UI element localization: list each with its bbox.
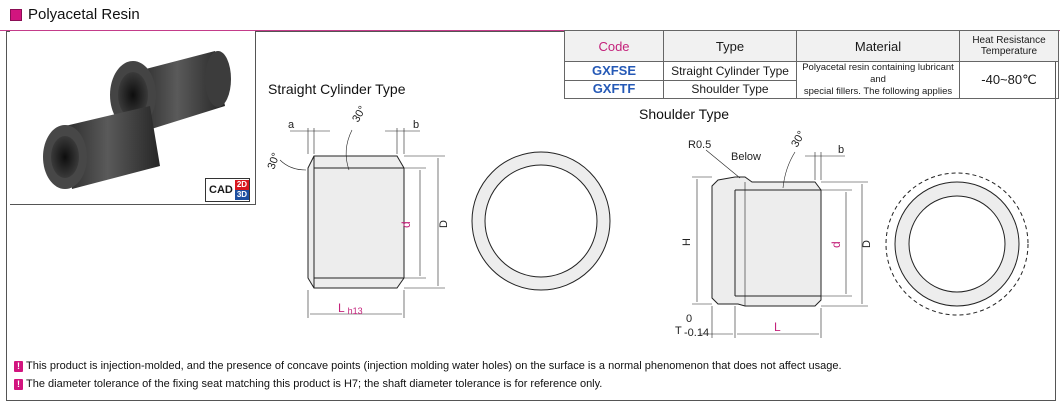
note-tolerance: ! The diameter tolerance of the fixing s… bbox=[14, 378, 602, 390]
info-icon: ! bbox=[14, 360, 23, 372]
dim-d: d bbox=[399, 221, 413, 228]
note-injection: ! This product is injection-molded, and … bbox=[14, 360, 842, 372]
code-cell[interactable]: GXFTF bbox=[564, 79, 664, 99]
type-cell: Shoulder Type bbox=[663, 79, 797, 99]
straight-type-caption: Straight Cylinder Type bbox=[268, 81, 406, 97]
info-icon: ! bbox=[14, 378, 23, 390]
table-row: GXFSE Straight Cylinder Type Polyacetal … bbox=[564, 61, 1059, 99]
section-header: Polyacetal Resin bbox=[0, 0, 1060, 31]
section-title: Polyacetal Resin bbox=[28, 6, 140, 23]
col-heat-line2: Temperature bbox=[980, 46, 1038, 57]
product-photo bbox=[10, 31, 256, 205]
note-text: This product is injection-molded, and th… bbox=[26, 360, 842, 372]
dim-angle-left: 30° bbox=[266, 151, 283, 171]
shoulder-type-caption: Shoulder Type bbox=[639, 106, 730, 122]
dim-shoulder-angle: 30° bbox=[789, 129, 808, 149]
dim-below: Below bbox=[731, 151, 761, 163]
dim-T-lower: -0.14 bbox=[684, 327, 709, 339]
straight-side-view bbox=[279, 128, 445, 318]
straight-end-view bbox=[471, 151, 611, 291]
material-line2: special fillers. The following applies bbox=[803, 86, 953, 97]
dim-shoulder-b: b bbox=[838, 144, 844, 156]
dim-H: H bbox=[681, 238, 693, 246]
note-text: The diameter tolerance of the fixing sea… bbox=[26, 378, 603, 390]
material-cell: Polyacetal resin containing lubricant an… bbox=[796, 61, 960, 99]
spec-table: Code Type Material Heat Resistance Tempe… bbox=[564, 30, 1059, 99]
dim-T: T bbox=[675, 325, 682, 337]
dim-T-upper: 0 bbox=[686, 313, 692, 325]
bushing-photo-image bbox=[43, 51, 231, 189]
col-heat: Heat Resistance Temperature bbox=[959, 30, 1059, 62]
dim-angle-top: 30° bbox=[350, 104, 369, 124]
section-marker-icon bbox=[10, 9, 22, 21]
col-type: Type bbox=[663, 30, 797, 62]
dim-shoulder-L: L bbox=[774, 320, 781, 334]
dim-D: D bbox=[438, 220, 450, 228]
col-heat-line1: Heat Resistance bbox=[972, 35, 1046, 46]
col-code: Code bbox=[564, 30, 664, 62]
dim-radius: R0.5 bbox=[688, 139, 711, 151]
cad-badge[interactable]: CAD 2D 3D bbox=[205, 178, 251, 202]
col-material: Material bbox=[796, 30, 960, 62]
type-cell: Straight Cylinder Type bbox=[663, 61, 797, 81]
dim-a: a bbox=[288, 119, 295, 131]
shoulder-end-view bbox=[885, 172, 1029, 316]
material-line1: Polyacetal resin containing lubricant an… bbox=[802, 62, 954, 85]
dim-L-sub: h13 bbox=[348, 306, 363, 316]
shoulder-side-view bbox=[692, 149, 868, 338]
content-frame bbox=[6, 31, 1056, 401]
cad-3d-icon: 3D bbox=[234, 190, 250, 200]
cad-label: CAD bbox=[209, 184, 233, 196]
dim-b: b bbox=[413, 119, 419, 131]
heat-cell: -40~80℃ bbox=[959, 61, 1059, 99]
dim-L-main: L bbox=[338, 301, 345, 315]
cad-2d-icon: 2D bbox=[234, 180, 250, 190]
dim-shoulder-d: d bbox=[829, 241, 843, 248]
dim-shoulder-D: D bbox=[861, 240, 873, 248]
dim-L: L h13 bbox=[338, 301, 363, 316]
table-row: GXFTF Shoulder Type bbox=[564, 79, 1059, 99]
